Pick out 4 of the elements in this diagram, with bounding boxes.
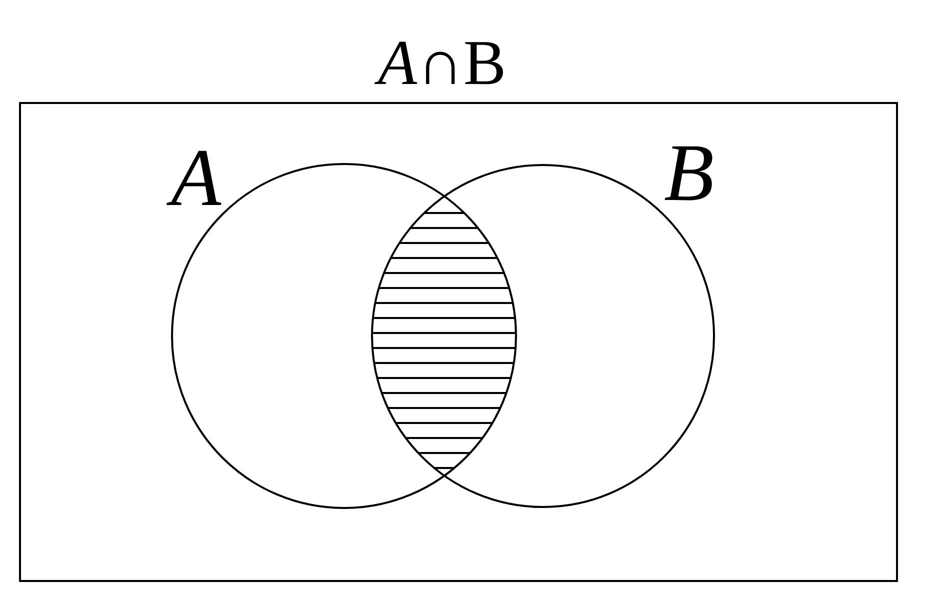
set-label: A bbox=[166, 150, 222, 205]
rectangle-frame bbox=[19, 102, 898, 582]
title: A∩B bbox=[374, 42, 503, 84]
set-label: B bbox=[664, 146, 712, 200]
